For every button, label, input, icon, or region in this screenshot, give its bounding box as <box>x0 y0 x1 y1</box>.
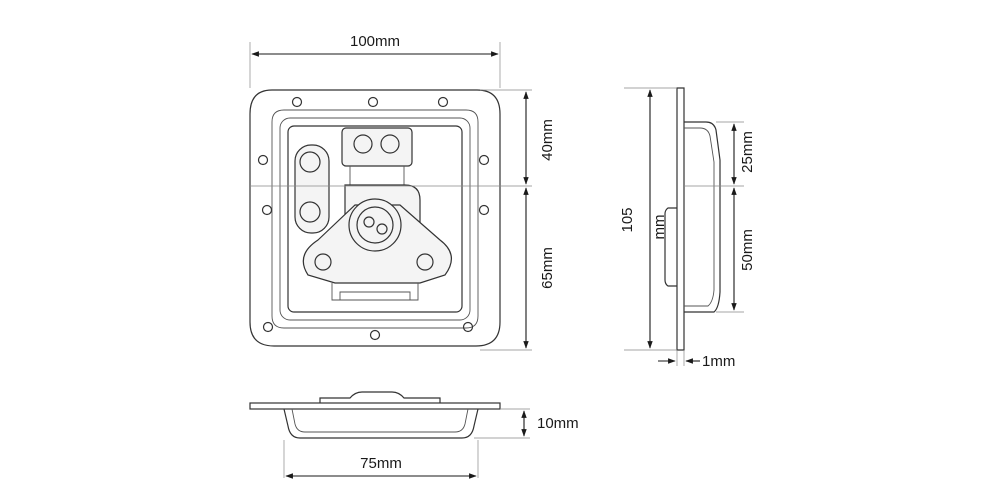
mounting-holes <box>257 96 490 341</box>
hinge-hole <box>380 134 400 154</box>
front-view-dish-inner <box>287 125 463 313</box>
dim-label-top-width: 100mm <box>350 33 400 50</box>
lock-hole <box>363 216 375 228</box>
latch-rivet-left <box>314 253 332 271</box>
side-view-latch <box>664 207 677 287</box>
mounting-hole <box>462 321 474 333</box>
front-view-flange-inner <box>271 109 479 329</box>
bottom-view-dimensions: 10mm 75mm <box>283 408 579 479</box>
dim-label-side-lower: 50mm <box>739 229 756 271</box>
front-view <box>249 89 532 347</box>
mounting-hole <box>261 204 273 216</box>
hinge-hole <box>353 134 373 154</box>
bottom-view-latch <box>319 391 441 403</box>
hinge-block <box>341 127 413 188</box>
slot-hole <box>299 201 321 223</box>
lock-hole <box>376 223 388 235</box>
mounting-hole <box>478 154 490 166</box>
mounting-hole <box>367 96 379 108</box>
slot-hole <box>299 151 321 173</box>
side-view-plate <box>676 87 685 351</box>
front-view-dish-wall <box>279 117 471 321</box>
dim-label-side-upper: 25mm <box>739 131 756 173</box>
latch-rivet-right <box>416 253 434 271</box>
front-view-dimensions: 100mm 40mm 65mm <box>249 33 556 351</box>
mounting-hole <box>478 204 490 216</box>
dim-label-lower-height: 65mm <box>539 247 556 289</box>
mounting-hole <box>369 329 381 341</box>
front-view-flange-outline <box>249 89 501 347</box>
dim-label-side-total-value: 105 <box>619 207 636 232</box>
side-view <box>664 87 744 351</box>
dim-label-bottom-width: 75mm <box>360 455 402 472</box>
mounting-hole <box>257 154 269 166</box>
bottom-view <box>249 391 501 439</box>
mounting-hole <box>262 321 274 333</box>
mounting-hole <box>437 96 449 108</box>
left-slot <box>294 144 330 234</box>
mounting-hole <box>291 96 303 108</box>
bottom-view-dish <box>283 408 479 439</box>
lock-cylinder <box>348 198 402 252</box>
bottom-view-flange <box>249 402 501 410</box>
side-view-dimensions: 105 mm 25mm 50mm 1mm <box>619 87 756 370</box>
side-view-dish <box>684 121 721 313</box>
dim-label-side-total-unit: mm <box>651 215 668 240</box>
dim-label-bottom-depth: 10mm <box>537 415 579 432</box>
dim-label-upper-height: 40mm <box>539 119 556 161</box>
dim-label-side-thickness: 1mm <box>702 353 735 370</box>
